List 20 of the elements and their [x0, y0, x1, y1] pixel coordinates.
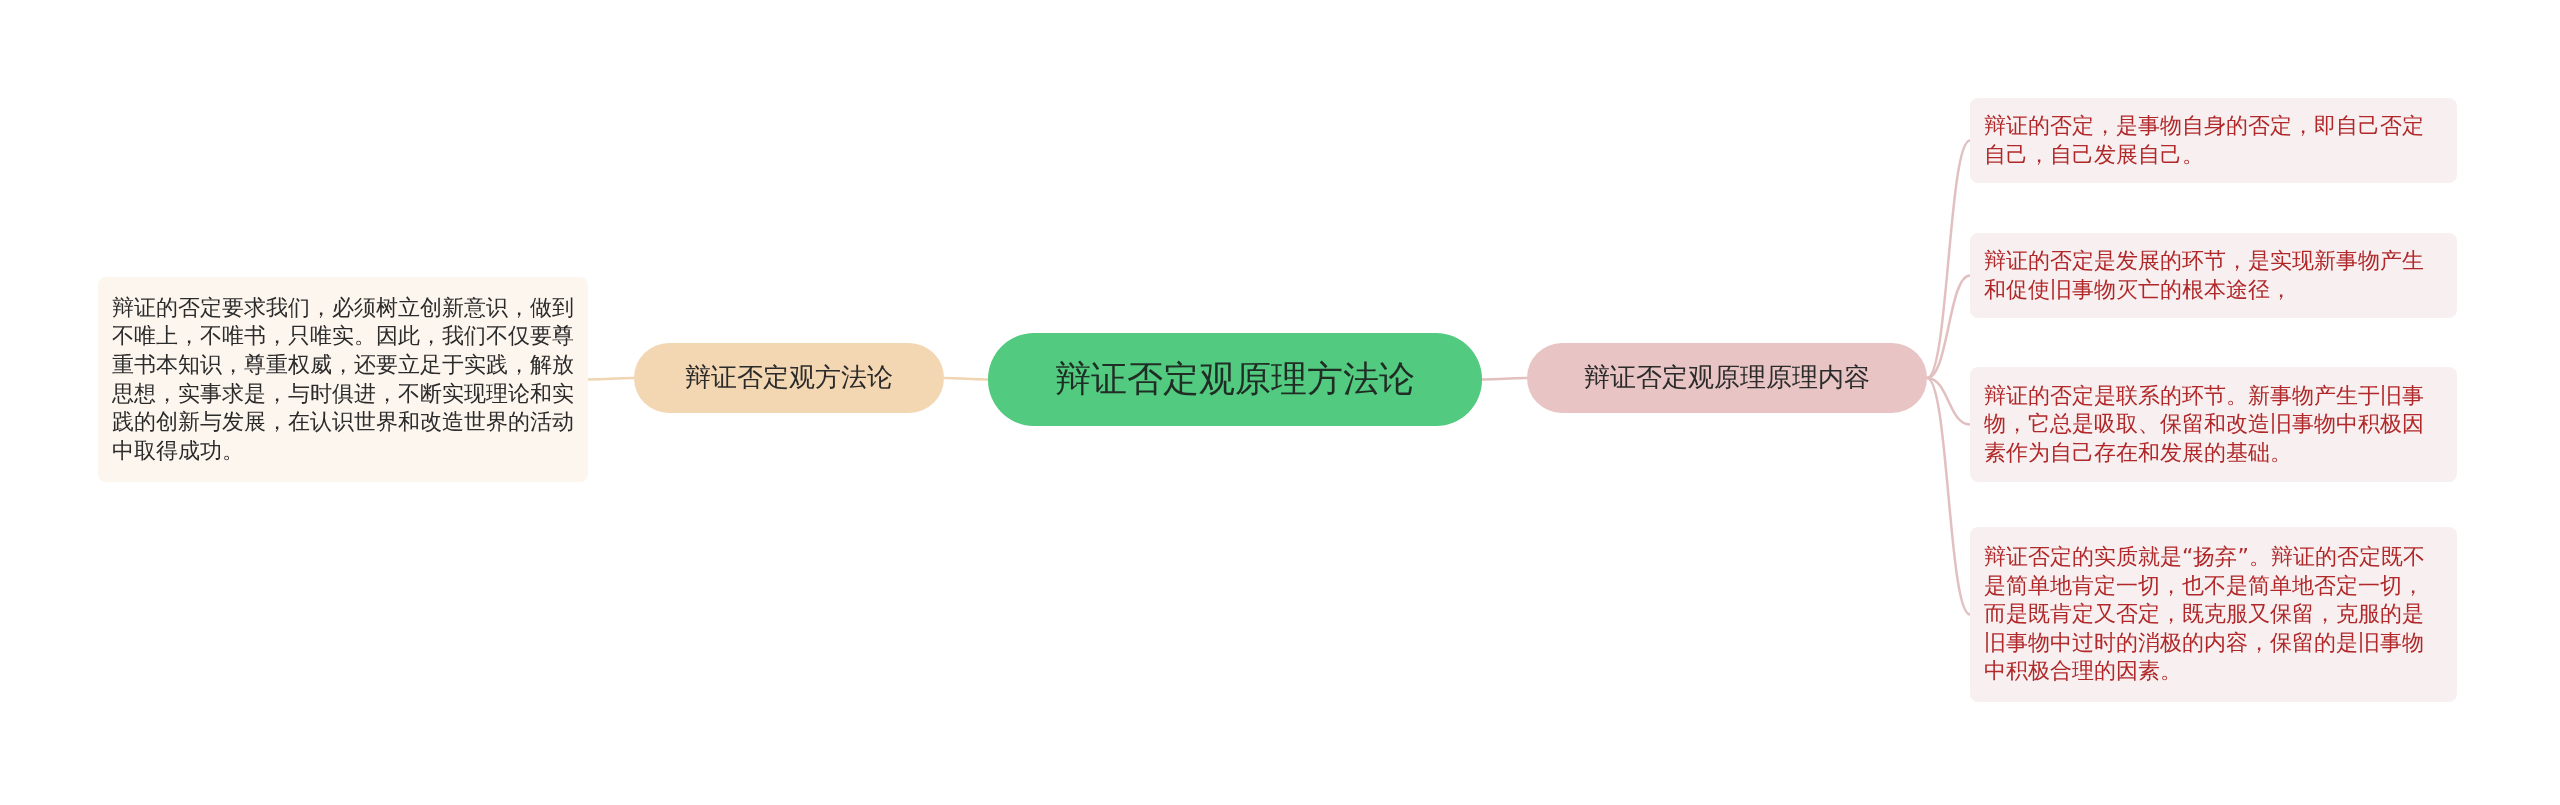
connector-line [1926, 274, 1971, 380]
topic-text: 辩证否定观原理原理内容 [1584, 361, 1870, 395]
note-card [1970, 233, 2457, 318]
note-text: 辩证的否定是发展的环节，是实现新事物产生和促使旧事物灭亡的根本途径， [1984, 246, 2425, 304]
connector-line [1926, 376, 1971, 426]
connector-line [1482, 376, 1527, 381]
connector-line [588, 376, 634, 381]
topic-text: 辩证否定观方法论 [685, 361, 893, 395]
note-card [1970, 98, 2457, 183]
note-card [98, 277, 588, 482]
connector-line [944, 376, 988, 381]
note-card [1970, 367, 2457, 482]
connector-line [1926, 377, 1971, 616]
note-text: 辩证的否定，是事物自身的否定，即自己否定自己，自己发展自己。 [1984, 111, 2425, 169]
central-topic-text: 辩证否定观原理方法论 [1055, 357, 1415, 402]
connector-line [1926, 139, 1971, 379]
note-card [1970, 527, 2457, 702]
note-text: 辩证否定的实质就是“扬弃”。辩证的否定既不是简单地肯定一切，也不是简单地否定一切，而是既肯定又否定，既克服又保留，克服的是旧事物中过时的消极的内容，保留的是旧事物中积极合理的因素。 [1984, 543, 2426, 686]
note-text: 辩证的否定是联系的环节。新事物产生于旧事物，它总是吸取、保留和改造旧事物中积极因素作为自己存在和发展的基础。 [1984, 381, 2425, 467]
note-text: 辩证的否定要求我们，必须树立创新意识，做到不唯上，不唯书，只唯实。因此，我们不仅要尊重书本知识，尊重权威，还要立足于实践，解放思想，实事求是，与时俱进，不断实现理论和实践的创新与发展，在认识世界和改造世界的活动中取得成功。 [112, 293, 574, 465]
